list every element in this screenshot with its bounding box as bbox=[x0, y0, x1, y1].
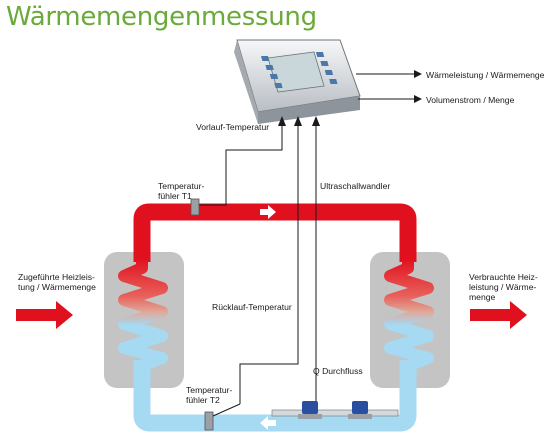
consumed-heat-label-line3: menge bbox=[469, 292, 496, 302]
return-flow-arrow-icon bbox=[260, 416, 276, 430]
supplied-heat-label-line2: tung / Wärmemenge bbox=[18, 282, 96, 292]
output-flow-label: Volumenstrom / Menge bbox=[426, 95, 515, 105]
supplied-heat-label-line1: Zugeführte Heizleis- bbox=[18, 272, 95, 282]
sensor-t2-label-line1: Temperatur- bbox=[186, 385, 233, 395]
output-heat-label: Wärmeleistung / Wärmemenge bbox=[426, 70, 545, 80]
supply-temp-label: Vorlauf-Temperatur bbox=[196, 122, 270, 132]
output-signal-arrows bbox=[356, 70, 422, 103]
sensor-t2-label-line2: fühler T2 bbox=[186, 395, 220, 405]
output-arrow-icon bbox=[470, 301, 527, 329]
left-coil bbox=[118, 252, 168, 372]
supply-flow-arrow-icon bbox=[260, 205, 276, 219]
temperature-sensor-t1 bbox=[190, 198, 200, 216]
signal-lines bbox=[196, 124, 317, 404]
consumed-heat-label-line2: leistung / Wärme- bbox=[469, 282, 537, 292]
input-arrow-icon bbox=[16, 301, 73, 329]
ultrasonic-transducer bbox=[271, 401, 399, 419]
sensor-t1-label-line1: Temperatur- bbox=[158, 181, 205, 191]
return-temp-label: Rücklauf-Temperatur bbox=[212, 302, 292, 312]
supply-pipe bbox=[133, 203, 417, 262]
temperature-sensor-t2 bbox=[204, 403, 241, 431]
sensor-t1-label-line2: fühler T1 bbox=[158, 191, 192, 201]
heat-meter-device bbox=[234, 39, 361, 124]
ultrasonic-label: Ultraschallwandler bbox=[320, 181, 391, 191]
consumed-heat-label-line1: Verbrauchte Heiz- bbox=[469, 272, 538, 282]
page-title: Wärmemengenmessung bbox=[6, 2, 317, 32]
flow-label: Q Durchfluss bbox=[313, 366, 363, 376]
right-coil bbox=[384, 252, 434, 372]
signal-arrowheads bbox=[278, 116, 320, 126]
